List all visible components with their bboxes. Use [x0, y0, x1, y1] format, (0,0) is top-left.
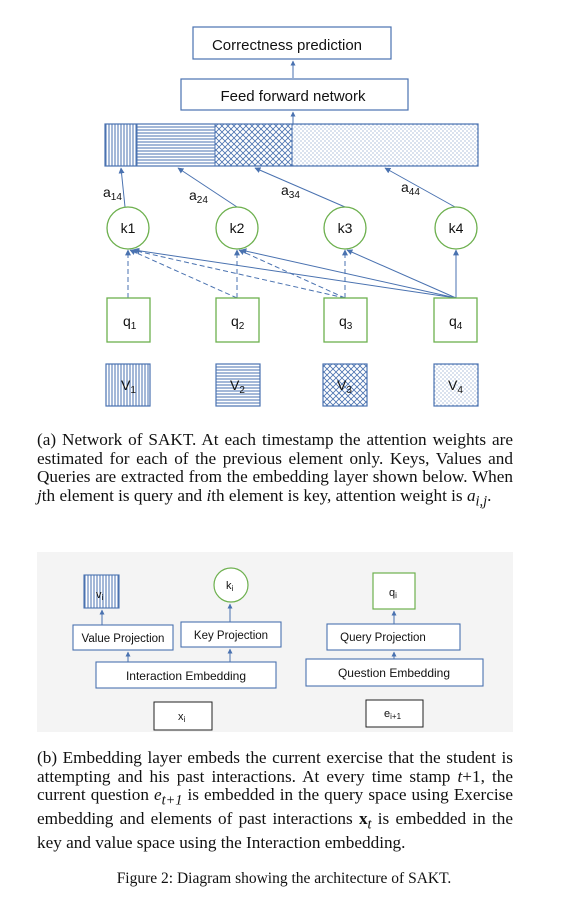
figure-caption: Figure 2: Diagram showing the architectu… — [116, 870, 452, 887]
weight-label-a14: a14 — [103, 184, 122, 203]
query-label: q3 — [339, 313, 353, 332]
caption-a: (a) Network of SAKT. At each timestamp t… — [37, 430, 513, 511]
key-label: k2 — [230, 220, 245, 236]
input-ei-label: ei+1 — [384, 708, 402, 721]
caption-b-text-4: is embedded in the key and value space u… — [37, 809, 513, 853]
input-xi-label: xi — [178, 711, 186, 724]
q4-k1-link — [133, 247, 457, 299]
query-box-q4: q4 — [433, 297, 478, 343]
caption-a-weight: a — [466, 485, 476, 505]
query-label: q4 — [449, 313, 463, 332]
bar-segment-3 — [215, 124, 292, 166]
key-label: k4 — [449, 220, 464, 236]
value-cell-vi: vi — [83, 574, 120, 609]
weight-label-a34: a34 — [281, 182, 300, 201]
caption-a-text-2: th element is query and — [41, 485, 207, 505]
key-node-k1: k1 — [106, 206, 150, 250]
interaction-embedding-box: Interaction Embedding — [95, 661, 277, 689]
query-box-q1: q1 — [106, 297, 151, 343]
panel-a: Correctness prediction Feed forward netw… — [103, 26, 479, 407]
input-xi-box: xi — [153, 701, 213, 731]
query-label: q1 — [123, 313, 137, 332]
weighted-sum-bar — [104, 123, 479, 167]
key-node-ki: ki — [213, 567, 249, 603]
value-cell-v4: V4 — [433, 363, 479, 407]
value-label: V1 — [121, 377, 136, 396]
caption-b-var-x: x — [358, 809, 368, 829]
caption-b-text-2: +1, the current question — [37, 766, 513, 805]
k1-weight-arrow — [118, 167, 126, 208]
query-node-qi: qi — [372, 572, 416, 610]
feed-forward-network-label: Feed forward network — [220, 88, 366, 105]
feed-forward-network-box: Feed forward network — [180, 78, 409, 111]
caption-a-weight-sub: i,j — [475, 493, 488, 510]
correctness-prediction-box: Correctness prediction — [192, 26, 392, 60]
question-embedding-box: Question Embedding — [305, 658, 484, 687]
value-label: V3 — [337, 377, 352, 396]
q4-k3-link — [346, 249, 457, 299]
weight-label-a24: a24 — [189, 187, 208, 206]
caption-b-var-t: t — [457, 766, 463, 786]
bar-segment-1 — [105, 124, 137, 166]
caption-b-var-e: e — [154, 785, 162, 805]
attention-links — [125, 247, 459, 299]
k3-weight-arrow — [254, 167, 346, 208]
input-ei-box: ei+1 — [365, 699, 424, 728]
value-projection-box: Value Projection — [72, 624, 174, 651]
caption-a-text: (a) Network of SAKT. At each timestamp t… — [37, 430, 513, 487]
caption-a-var-i: i — [206, 485, 212, 505]
key-projection-label: Key Projection — [194, 630, 268, 642]
query-box-q2: q2 — [215, 297, 260, 343]
key-label: k3 — [338, 220, 353, 236]
value-cell-v3: V3 — [322, 363, 368, 407]
query-projection-label: Query Projection — [340, 632, 426, 644]
bar-segment-2 — [137, 124, 215, 166]
weight-label-a44: a44 — [401, 179, 420, 198]
q3-k1-link — [131, 248, 346, 299]
value-label: V4 — [448, 377, 463, 396]
q4-k2-link — [240, 248, 457, 299]
key-node-k2: k2 — [215, 206, 259, 250]
key-projection-box: Key Projection — [180, 621, 282, 648]
caption-a-var-j: j — [37, 485, 42, 505]
caption-b-text: (b) Embedding layer embeds the current e… — [37, 748, 513, 786]
bar-segment-4 — [292, 124, 478, 166]
value-projection-label: Value Projection — [82, 633, 165, 645]
caption-b-text-3: is embedded in the query space using Exe… — [37, 785, 513, 829]
question-embedding-label: Question Embedding — [338, 666, 450, 680]
k2-weight-arrow — [177, 167, 238, 208]
interaction-embedding-label: Interaction Embedding — [126, 669, 246, 683]
caption-a-text-3: th element is key, attention weight is — [211, 485, 467, 505]
key-label: k1 — [121, 220, 136, 236]
caption-b: (b) Embedding layer embeds the current e… — [37, 748, 513, 853]
query-box-q3: q3 — [323, 297, 368, 343]
k4-weight-arrow — [384, 167, 456, 208]
panel-b: vi ki qi Value Projection Key Projection… — [37, 552, 513, 732]
value-cell-v1: V1 — [105, 363, 151, 407]
caption-a-end: . — [487, 485, 492, 505]
correctness-prediction-label: Correctness prediction — [212, 37, 362, 54]
key-node-k3: k3 — [323, 206, 367, 250]
query-node-label: qi — [389, 587, 397, 600]
caption-b-var-e-sub: t+1 — [161, 792, 183, 809]
value-cell-label: vi — [96, 589, 104, 602]
key-node-k4: k4 — [434, 206, 478, 250]
value-label: V2 — [230, 377, 245, 396]
q2-k1-link — [129, 249, 238, 299]
query-label: q2 — [231, 313, 245, 332]
key-node-label: ki — [226, 580, 234, 593]
caption-b-var-x-sub: t — [367, 816, 372, 833]
query-projection-box: Query Projection — [326, 623, 461, 651]
value-cell-v2: V2 — [215, 363, 261, 407]
